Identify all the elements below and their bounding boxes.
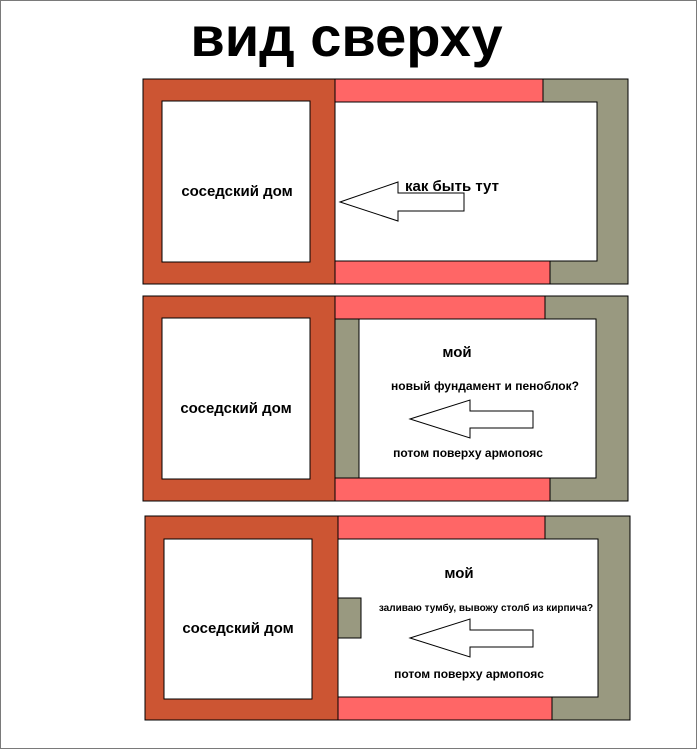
panel-2-neighbor-label: соседский дом	[180, 400, 291, 417]
panel-3-note: потом поверху армопояс	[394, 667, 544, 681]
panel-3-question: заливаю тумбу, вывожу столб из кирпича?	[379, 602, 593, 614]
panel-2-bottom-strip	[334, 477, 551, 502]
panel-3-owner-label: мой	[444, 565, 473, 582]
panel-1-arrow-label: как быть тут	[405, 178, 499, 195]
panel-2-question: новый фундамент и пеноблок?	[391, 379, 579, 393]
panel-2-neighbor-interior	[161, 317, 311, 480]
panel-3-brick-pillar	[337, 597, 362, 639]
panel-2-arrow	[408, 399, 534, 439]
panel-3: соседский дом мой заливаю тумбу, вывожу …	[144, 515, 631, 721]
panel-3-neighbor-interior	[163, 538, 313, 700]
panel-1-bottom-strip	[334, 260, 551, 285]
panel-2-top-strip	[334, 295, 546, 320]
panel-1-arrow	[338, 181, 465, 222]
panel-3-top-strip	[337, 515, 546, 540]
panel-3-arrow	[408, 618, 534, 658]
panel-1-neighbor-interior	[161, 100, 311, 263]
panel-2-owner-label: мой	[442, 344, 471, 361]
panel-2: соседский дом мой новый фундамент и пено…	[142, 295, 629, 502]
page-title: вид сверху	[190, 5, 503, 68]
panel-2-new-foundation	[334, 318, 360, 479]
panel-3-bottom-strip	[337, 696, 553, 721]
panel-1-neighbor-label: соседский дом	[181, 183, 292, 200]
panel-1: соседский дом как быть тут	[142, 78, 629, 285]
panel-1-top-strip	[334, 78, 544, 103]
panel-2-interior	[334, 318, 597, 479]
panel-3-neighbor-label: соседский дом	[182, 620, 293, 637]
panel-2-note: потом поверху армопояс	[393, 446, 543, 460]
panel-3-interior	[337, 538, 599, 698]
